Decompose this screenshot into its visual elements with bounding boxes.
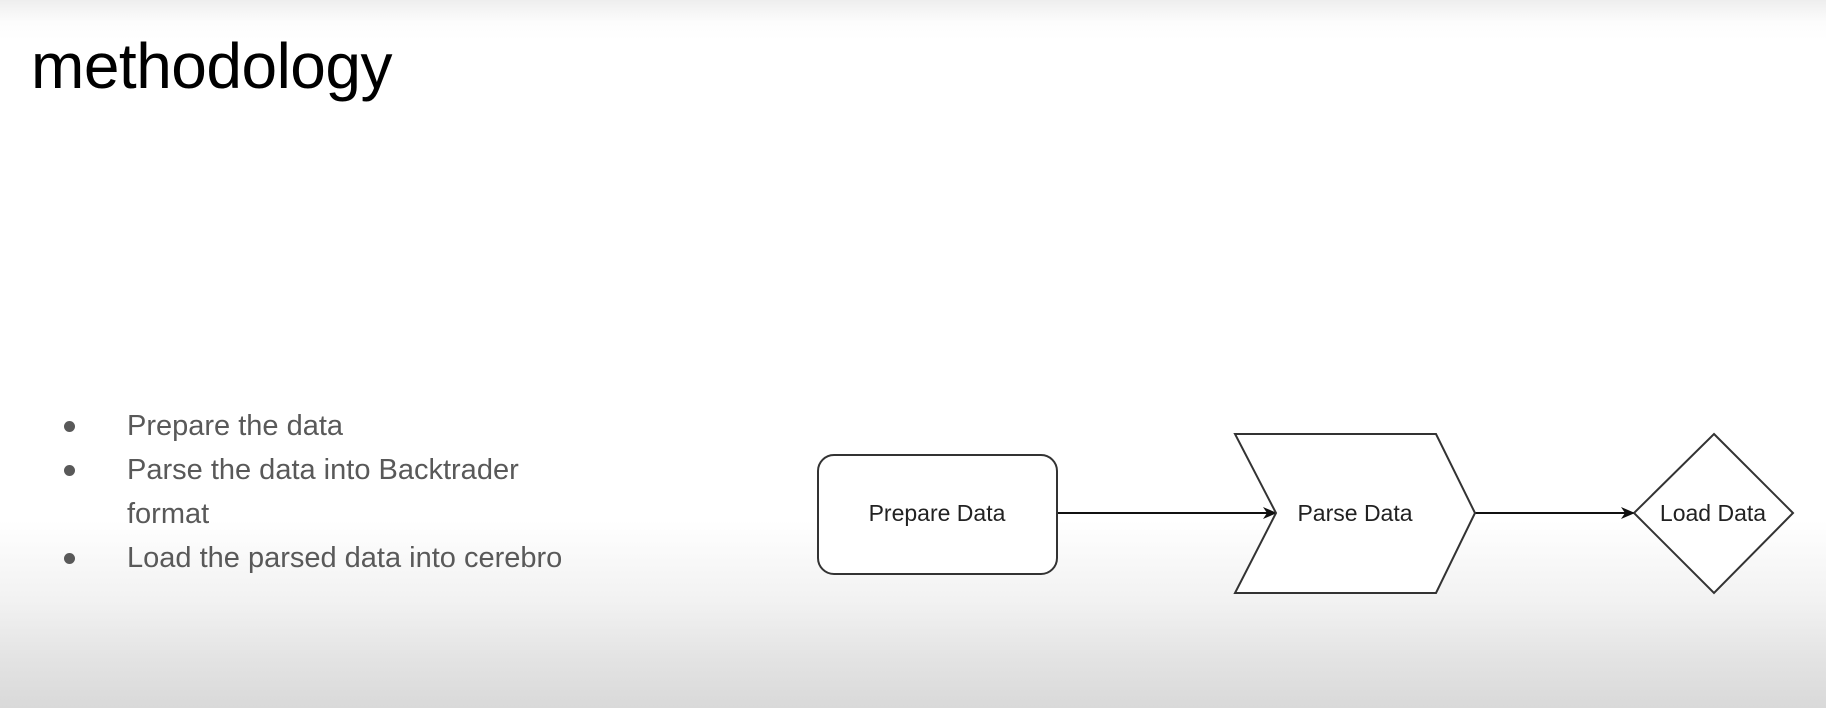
bullet-text: Load the parsed data into cerebro [127, 542, 563, 574]
slide-title: methodology [31, 30, 392, 102]
bullet-text: Parse the data into Backtrader format [127, 454, 519, 530]
rounded-rect-shape [817, 454, 1058, 575]
bullet-item-load: Load the parsed data into cerebro [58, 536, 598, 580]
node-load-data: Load Data [1632, 432, 1795, 595]
bullet-item-prepare: Prepare the data [58, 404, 598, 448]
bullet-dot-icon [64, 421, 75, 432]
bullet-list: Prepare the data Parse the data into Bac… [58, 404, 598, 580]
bullet-item-parse: Parse the data into Backtrader format [58, 448, 598, 536]
bullet-text: Prepare the data [127, 410, 344, 442]
bullet-dot-icon [64, 553, 75, 564]
chevron-shape [1233, 433, 1477, 594]
node-label-prepare: Prepare Data [869, 500, 1006, 526]
bullet-dot-icon [64, 465, 75, 476]
node-label-parse: Parse Data [1297, 500, 1412, 526]
node-parse-data: Parse Data [1233, 433, 1477, 594]
diamond-shape [1632, 432, 1795, 595]
node-label-load: Load Data [1660, 500, 1766, 526]
node-prepare-data: Prepare Data [817, 454, 1058, 575]
